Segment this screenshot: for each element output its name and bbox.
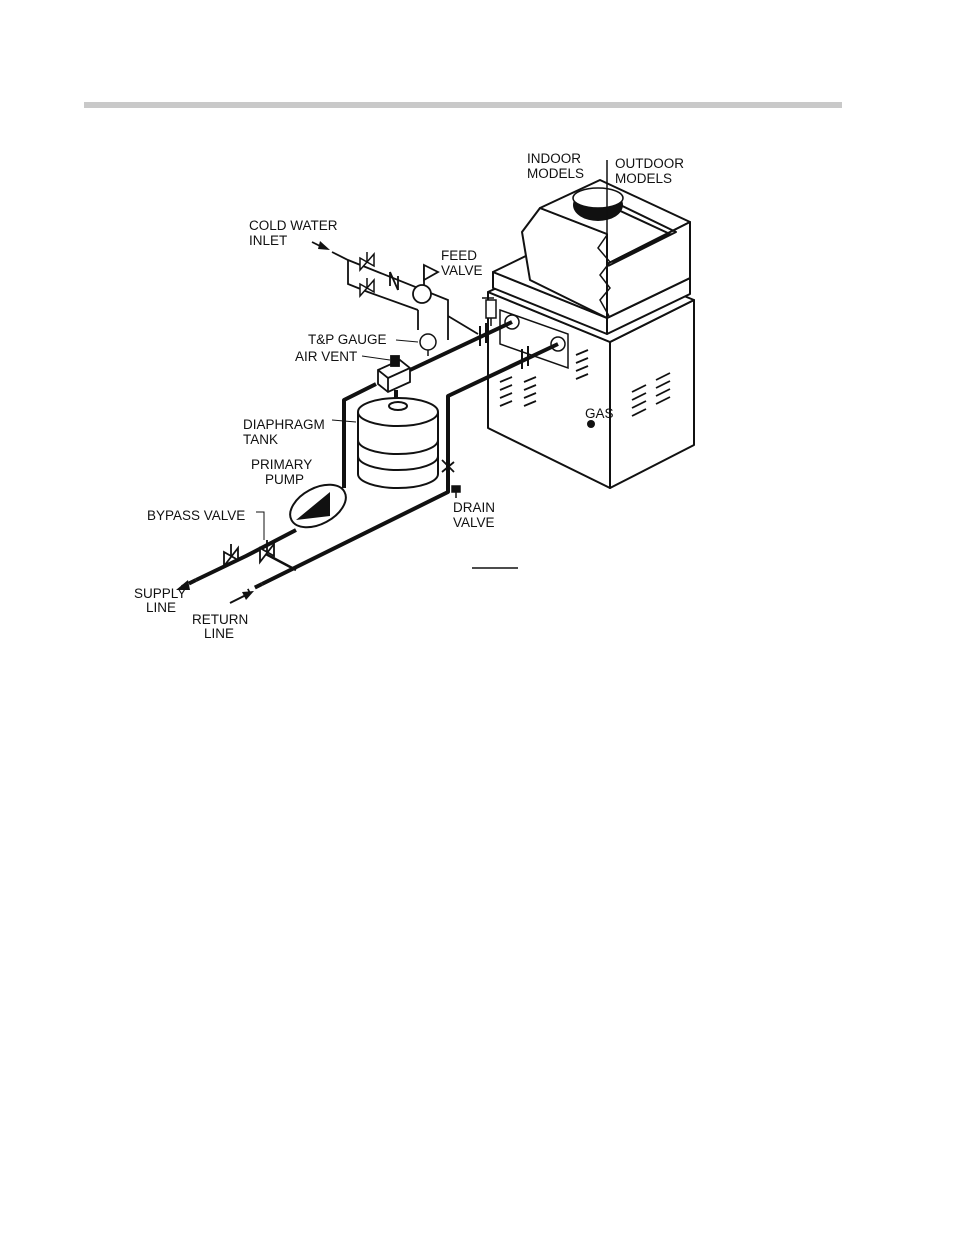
- label-outdoor-models-2: MODELS: [615, 171, 672, 186]
- label-drain-valve-2: VALVE: [453, 515, 495, 530]
- feed-check-valve-icon: [390, 272, 398, 290]
- label-diaphragm-2: TANK: [243, 432, 278, 447]
- label-indoor-models-1: INDOOR: [527, 151, 581, 166]
- label-cold-water-1: COLD WATER: [249, 218, 338, 233]
- label-supply-line-1: SUPPLY: [134, 586, 186, 601]
- feed-valve-icon: [413, 265, 438, 303]
- gas-connection-icon: [587, 420, 595, 428]
- return-arrow-icon: [242, 591, 254, 600]
- label-feed-valve-1: FEED: [441, 248, 477, 263]
- label-primary-pump-1: PRIMARY: [251, 457, 312, 472]
- label-feed-valve-2: VALVE: [441, 263, 483, 278]
- flue-collar: [573, 188, 623, 221]
- label-return-line-1: RETURN: [192, 612, 248, 627]
- label-cold-water-2: INLET: [249, 233, 287, 248]
- label-tp-gauge: T&P GAUGE: [308, 332, 387, 347]
- label-indoor-models-2: MODELS: [527, 166, 584, 181]
- cold-water-arrow-icon: [318, 241, 330, 250]
- label-return-line-2: LINE: [204, 626, 234, 641]
- label-diaphragm-1: DIAPHRAGM: [243, 417, 325, 432]
- label-primary-pump-2: PUMP: [265, 472, 304, 487]
- tp-gauge-icon: [420, 334, 436, 356]
- label-drain-valve-1: DRAIN: [453, 500, 495, 515]
- air-separator-icon: [378, 356, 410, 392]
- return-check-valve-icon: [442, 454, 454, 478]
- diaphragm-tank-icon: [358, 398, 438, 488]
- drain-valve-icon: [452, 486, 460, 498]
- bypass-piping: [262, 552, 296, 570]
- feed-gate-valves: [360, 252, 374, 296]
- label-supply-line-2: LINE: [146, 600, 176, 615]
- label-outdoor-models-1: OUTDOOR: [615, 156, 684, 171]
- label-gas: GAS: [585, 406, 614, 421]
- label-bypass-valve: BYPASS VALVE: [147, 508, 245, 523]
- label-air-vent: AIR VENT: [295, 349, 357, 364]
